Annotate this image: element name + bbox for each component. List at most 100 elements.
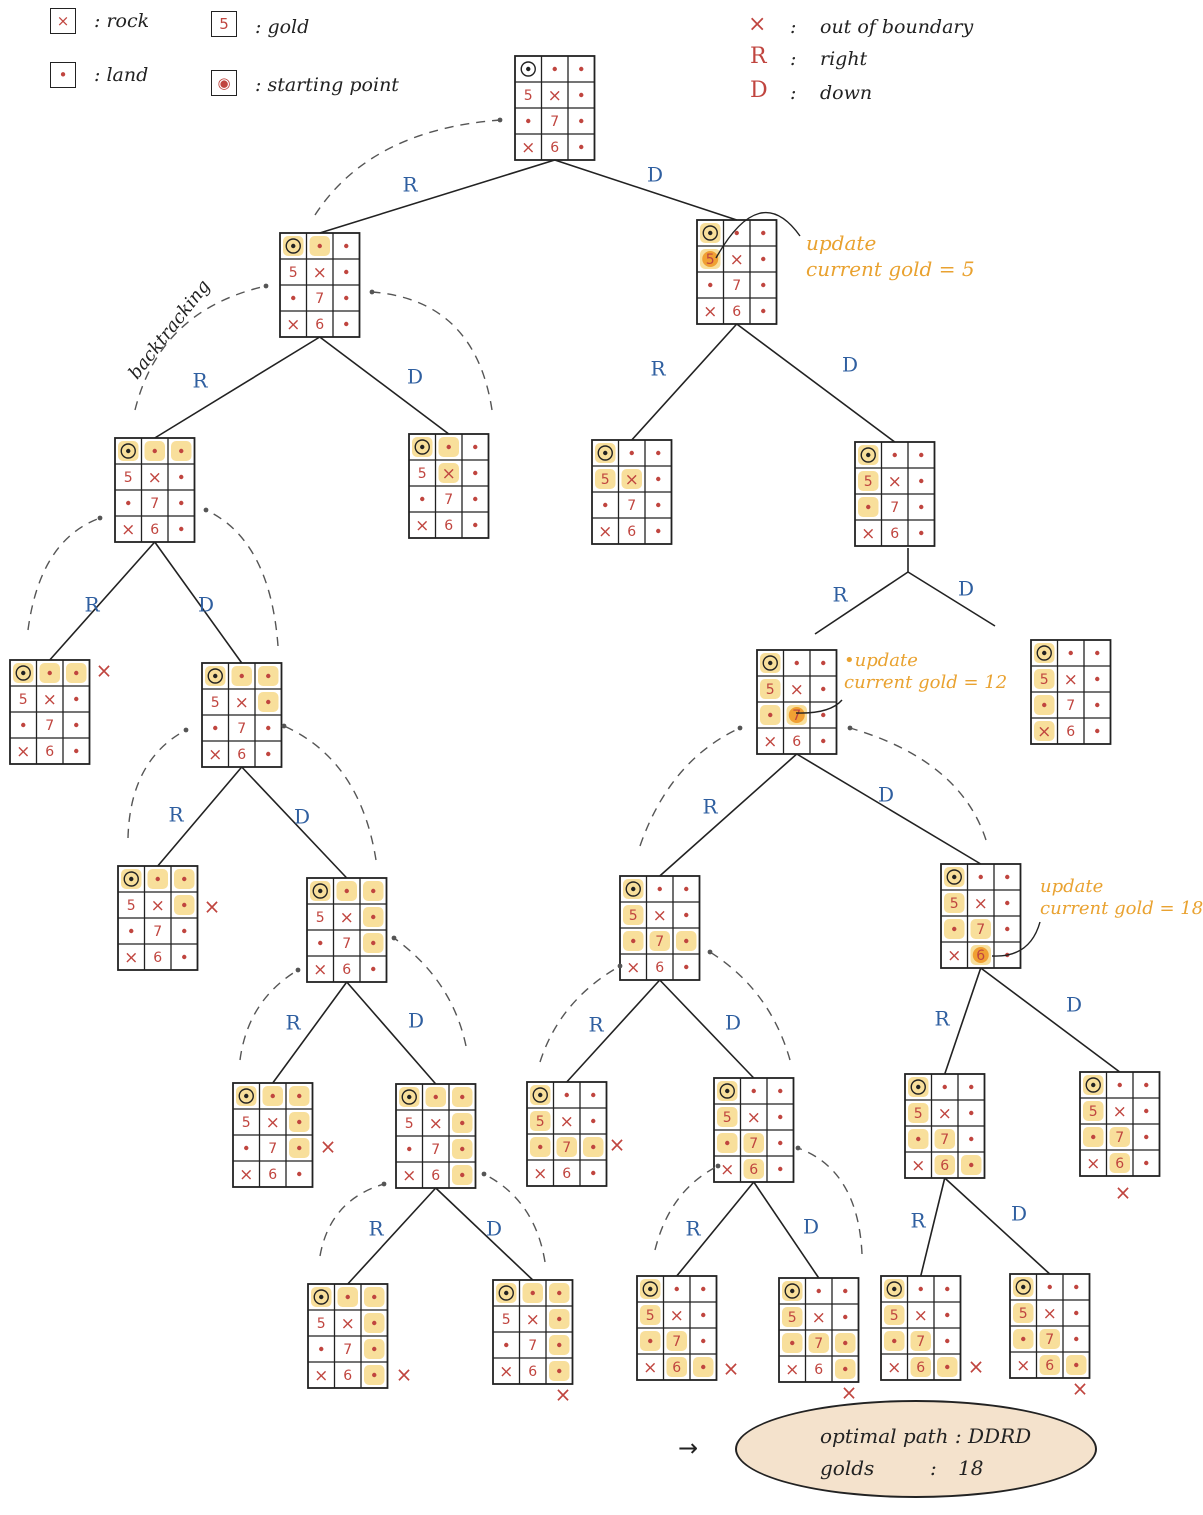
land-dot [778,1114,783,1120]
gold-cell: 6 [940,1158,949,1174]
tree-edge [319,336,450,435]
path-highlight [970,919,991,939]
tree-edge [796,753,982,865]
edge-label: R [685,1217,701,1241]
path-highlight [1013,1303,1034,1323]
land-dot [317,243,322,249]
start-icon [762,655,778,671]
land-dot [21,722,26,728]
land-dot [778,1166,783,1172]
gold-cell: 6 [1045,1358,1054,1374]
land-dot [969,1136,974,1142]
rock-cell: × [313,960,327,980]
land-dot [1005,926,1010,932]
land-dot [656,476,661,482]
gold-cell: 5 [1040,672,1049,688]
result-golds-label: golds [820,1456,875,1480]
rock-cell: × [151,896,165,916]
backtracking-arrow-head [381,1181,387,1187]
out-of-boundary-mark: × [1115,1181,1132,1205]
land-dot [291,295,296,301]
land-dot [684,964,689,970]
edge-label: D [198,593,214,617]
land-dot [768,712,773,718]
backtracking-arrow-head [295,967,301,973]
edge-label: D [842,353,858,377]
land-dot [182,902,187,908]
backtracking-arrow [239,969,299,1061]
gold-cell: 6 [528,1364,537,1380]
gold-cell: 5 [316,910,325,926]
result-ellipse [735,1400,1097,1498]
gold-cell: 5 [405,1116,414,1132]
rock-cell: × [121,520,135,540]
backtracking-arrow [371,291,493,411]
legend-down-label: down [820,82,873,104]
land-dot [761,256,766,262]
edge-label: D [1011,1202,1027,1226]
land-dot [552,66,557,72]
start-icon-dot [725,1088,730,1094]
rock-cell: × [415,516,429,536]
rock-cell: × [703,302,717,322]
rock-cell: × [974,894,988,914]
gold-cell: 6 [550,140,559,156]
rock-cell: × [887,1358,901,1378]
start-icon-dot [916,1084,921,1090]
land-dot [1095,702,1100,708]
gold-cell: 7 [1066,698,1075,714]
edge-label: D [647,163,663,187]
gold-cell: 5 [19,692,28,708]
tree-edge [980,967,1121,1073]
gold-cell: 7 [45,718,54,734]
land-dot [919,504,924,510]
gold-cell: 5 [864,474,873,490]
land-dot [1144,1108,1149,1114]
rock-cell: × [1086,1154,1100,1174]
backtracking-arrow-head [263,283,269,289]
rock-cell: × [340,908,354,928]
land-dot [790,1340,795,1346]
land-dot [945,1286,950,1292]
land-dot [473,522,478,528]
land-dot [371,914,376,920]
land-dot [1074,1362,1079,1368]
path-highlight [858,471,879,491]
gold-cell: 7 [268,1141,277,1157]
gold-cell: 6 [814,1362,823,1378]
path-highlight [908,1103,929,1123]
land-dot [297,1119,302,1125]
out-of-boundary-mark: × [204,895,221,919]
legend-land-box: • [50,62,76,88]
gold-cell: 6 [1066,724,1075,740]
rock-cell: × [911,1156,925,1176]
edge-label: R [934,1007,950,1031]
tree-edge [554,159,738,221]
land-dot [1117,1082,1122,1088]
backtracking-arrow-head [369,289,375,295]
land-dot [969,1162,974,1168]
start-icon [910,1079,926,1095]
gold-cell: 5 [211,695,220,711]
backtracking-arrow-head [391,935,397,941]
start-icon [1015,1279,1031,1295]
rock-cell: × [402,1166,416,1186]
start-icon [625,881,641,897]
gold-cell: 5 [1089,1104,1098,1120]
land-dot [371,966,376,972]
path-highlight [884,1305,905,1325]
start-icon [238,1088,254,1104]
land-dot [1074,1284,1079,1290]
rock-cell: × [313,263,327,283]
gold-cell: 7 [444,492,453,508]
edge-label: R [168,803,184,827]
land-dot [945,1338,950,1344]
rock-cell: × [888,472,902,492]
start-icon [860,447,876,463]
gold-cell: 6 [45,744,54,760]
land-dot [674,1286,679,1292]
land-dot [344,321,349,327]
path-highlight [910,1331,931,1351]
tree-edge [566,979,661,1083]
edge-label: D [803,1215,819,1239]
